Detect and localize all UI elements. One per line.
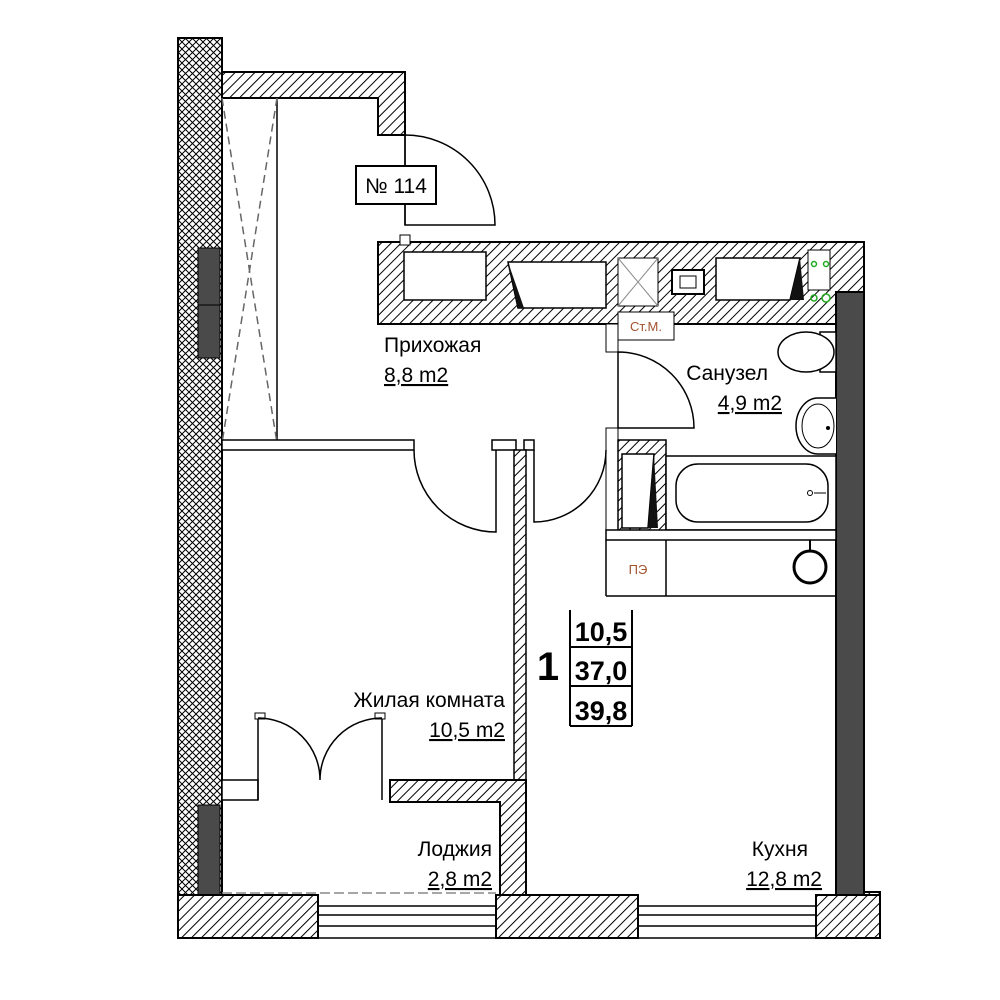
bathtub bbox=[665, 455, 837, 531]
stove bbox=[792, 540, 828, 585]
rooms-count: 1 bbox=[537, 645, 559, 689]
loggia-door bbox=[257, 717, 383, 781]
bathroom-left-wall bbox=[605, 323, 667, 539]
exterior-wall-bottom bbox=[177, 892, 881, 939]
toilet bbox=[777, 331, 837, 373]
summary-total-with-loggia: 39,8 bbox=[575, 696, 628, 726]
summary-living-area: 10,5 bbox=[575, 617, 628, 647]
living-kitchen-partition bbox=[513, 449, 527, 781]
loggia-wall bbox=[221, 712, 527, 896]
sink bbox=[795, 397, 836, 455]
loggia-name: Лоджия bbox=[418, 838, 492, 861]
summary-total-area: 37,0 bbox=[575, 656, 628, 686]
area-summary: 10,5 37,0 39,8 bbox=[569, 610, 633, 728]
bathroom-name: Санузел bbox=[686, 362, 768, 385]
kitchen-area: 12,8 m2 bbox=[746, 868, 822, 891]
wardrobe bbox=[221, 97, 278, 444]
living-name: Жилая комната bbox=[353, 689, 505, 712]
panel-label: ПЭ bbox=[629, 562, 648, 577]
loggia-area: 2,8 m2 bbox=[428, 868, 492, 891]
bathroom-lower-wall bbox=[605, 529, 837, 597]
shaft-label: Ст.М. bbox=[630, 319, 662, 334]
bathroom-door bbox=[617, 351, 695, 429]
hallway-lower-wall bbox=[221, 439, 535, 451]
shaft-marker bbox=[617, 311, 675, 341]
kitchen-name: Кухня bbox=[752, 838, 808, 861]
kitchen-door bbox=[533, 449, 607, 523]
entrance-wall bbox=[221, 71, 406, 136]
living-area: 10,5 m2 bbox=[429, 719, 505, 742]
apartment-number: № 114 bbox=[365, 175, 427, 198]
bathroom-upper-wall bbox=[377, 234, 865, 325]
exterior-wall-left bbox=[177, 37, 223, 939]
entrance-door bbox=[404, 134, 496, 226]
exterior-wall-right bbox=[835, 291, 881, 939]
apartment-number-box bbox=[355, 165, 437, 205]
hallway-area: 8,8 m2 bbox=[384, 364, 448, 387]
living-room-door bbox=[413, 449, 497, 533]
bathroom-area: 4,9 m2 bbox=[718, 392, 782, 415]
hallway-name: Прихожая bbox=[384, 334, 481, 357]
